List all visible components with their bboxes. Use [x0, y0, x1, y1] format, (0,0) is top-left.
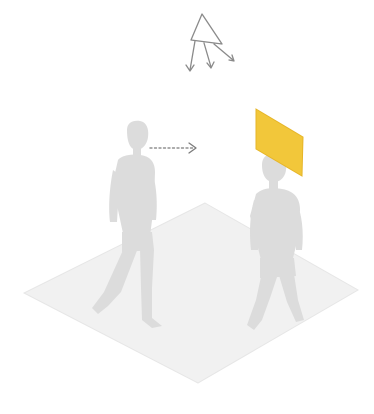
- dotted-arrow-icon: [150, 143, 196, 153]
- floor-plane: [24, 203, 358, 383]
- light-source-icon: [186, 14, 234, 71]
